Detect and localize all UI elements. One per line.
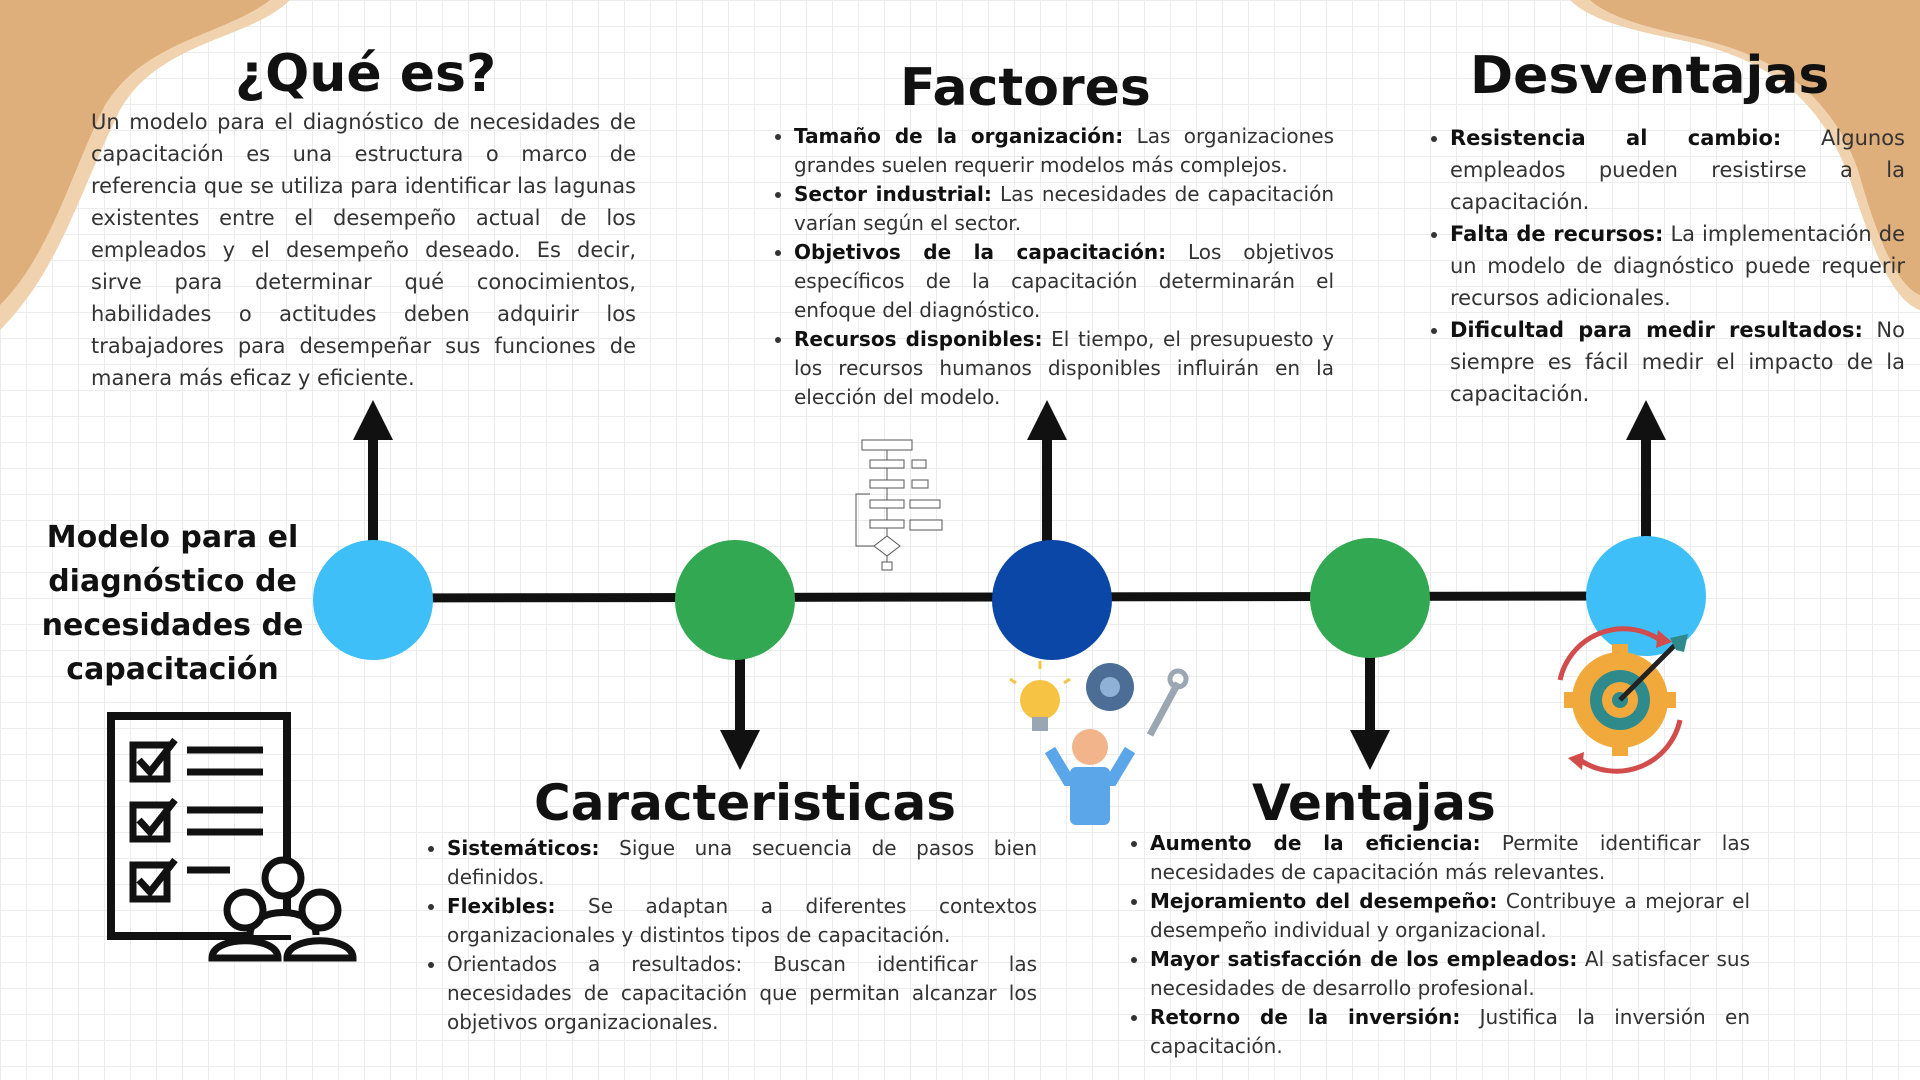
list-item: Falta de recursos: La implementación de … bbox=[1450, 218, 1905, 314]
node-circle-factores bbox=[992, 540, 1112, 660]
node-circle-desventajas bbox=[1586, 536, 1706, 656]
list-item: Mejoramiento del desempeño: Contribuye a… bbox=[1150, 887, 1750, 945]
list-item: Tamaño de la organización: Las organizac… bbox=[794, 122, 1334, 180]
node-circle-que-es bbox=[313, 540, 433, 660]
desventajas-list: Resistencia al cambio: Algunos empleados… bbox=[1426, 122, 1905, 410]
node-circle-ventajas bbox=[1310, 538, 1430, 658]
ventajas-title: Ventajas bbox=[1252, 774, 1496, 832]
que-es-title: ¿Qué es? bbox=[235, 44, 497, 104]
checklist-people-icon bbox=[107, 712, 357, 962]
caracteristicas-list: Sistemáticos: Sigue una secuencia de pas… bbox=[423, 834, 1037, 1037]
list-item: Orientados a resultados: Buscan identifi… bbox=[447, 950, 1037, 1037]
list-item: Resistencia al cambio: Algunos empleados… bbox=[1450, 122, 1905, 218]
top-right-blob bbox=[1570, 0, 1920, 310]
list-item: Recursos disponibles: El tiempo, el pres… bbox=[794, 325, 1334, 412]
list-item: Dificultad para medir resultados: No sie… bbox=[1450, 314, 1905, 410]
person-ideas-icon bbox=[1009, 661, 1189, 825]
list-item: Sector industrial: Las necesidades de ca… bbox=[794, 180, 1334, 238]
list-item: Objetivos de la capacitación: Los objeti… bbox=[794, 238, 1334, 325]
factores-list: Tamaño de la organización: Las organizac… bbox=[770, 122, 1334, 412]
list-item: Retorno de la inversión: Justifica la in… bbox=[1150, 1003, 1750, 1061]
center-title: Modelo para el diagnóstico de necesidade… bbox=[41, 520, 304, 687]
ventajas-list: Aumento de la eficiencia: Permite identi… bbox=[1126, 829, 1750, 1061]
que-es-text: Un modelo para el diagnóstico de necesid… bbox=[91, 110, 636, 390]
list-item: Mayor satisfacción de los empleados: Al … bbox=[1150, 945, 1750, 1003]
flowchart-icon bbox=[855, 439, 943, 571]
top-left-blob bbox=[0, 0, 290, 330]
list-item: Sistemáticos: Sigue una secuencia de pas… bbox=[447, 834, 1037, 892]
factores-title: Factores bbox=[900, 58, 1151, 118]
list-item: Aumento de la eficiencia: Permite identi… bbox=[1150, 829, 1750, 887]
target-gear-icon bbox=[1557, 626, 1688, 774]
caracteristicas-title: Caracteristicas bbox=[534, 774, 957, 832]
list-item: Flexibles: Se adaptan a diferentes conte… bbox=[447, 892, 1037, 950]
node-circle-caracteristicas bbox=[675, 540, 795, 660]
desventajas-title: Desventajas bbox=[1470, 46, 1830, 106]
